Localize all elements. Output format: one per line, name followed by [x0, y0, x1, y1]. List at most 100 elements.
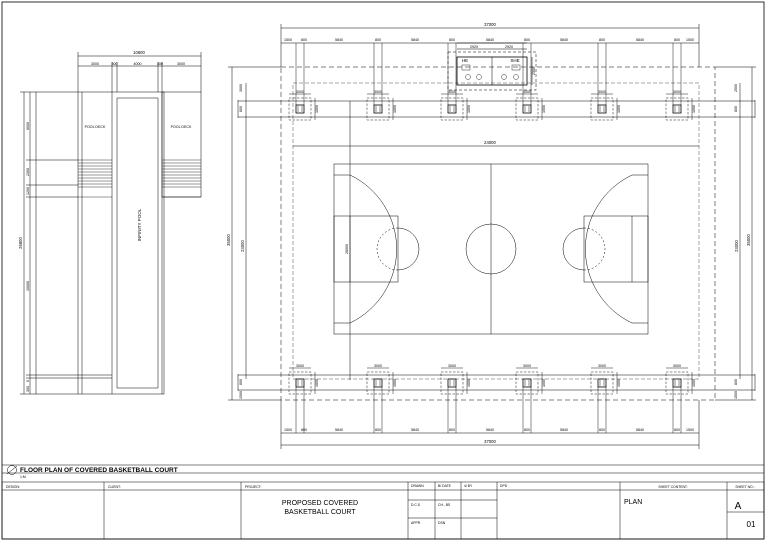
roof-outline	[280, 66, 716, 401]
pool-deck-right-label: POOL DECK	[171, 125, 192, 129]
footing-side-label: 1000	[315, 379, 319, 387]
segment-dim-label: 1500	[284, 428, 292, 432]
column-footing	[288, 43, 316, 121]
footing-dim-label: 3000	[448, 90, 456, 94]
pool-width-2: 300	[112, 62, 118, 66]
court-bottom-overall: 37000	[484, 439, 496, 444]
pool-steps-right	[162, 159, 201, 198]
segment-dim-label: 1500	[686, 428, 694, 432]
segment-dim-label: 800	[599, 38, 605, 42]
footing-side-label: 1000	[617, 379, 621, 387]
segment-dim-label: 5840	[411, 38, 419, 42]
project-line-1: PROPOSED COVERED	[282, 500, 358, 507]
pool-width-1: 3000	[91, 62, 99, 66]
segment-dim-label: 800	[449, 428, 455, 432]
segment-dim-label: 800	[599, 428, 605, 432]
footing-side-label: 1000	[467, 105, 471, 113]
cell-r3-c1: APPR	[411, 521, 421, 525]
segment-dim-label: 5840	[560, 428, 568, 432]
design-label: DESIGN:	[6, 485, 20, 489]
court-top-overall: 37000	[484, 22, 496, 27]
restroom-label-he: HE	[462, 58, 468, 63]
court-right-bottom-dim-2: 1500	[734, 391, 738, 399]
footing-dim-label: 3000	[448, 364, 456, 368]
client-label: CLIENT:	[108, 485, 121, 489]
slab-outline	[292, 82, 700, 380]
column-footing	[440, 43, 468, 121]
footing-dim-label: 3000	[523, 90, 531, 94]
center-circle	[465, 223, 517, 275]
column-footing	[440, 367, 468, 433]
pool-dim-left-5: 0	[26, 380, 30, 382]
footing-dim-label: 3000	[374, 364, 382, 368]
sheet-content: PLAN	[624, 499, 642, 506]
sheet-letter: A	[735, 501, 742, 512]
footing-side-label: 1000	[617, 105, 621, 113]
pool-steps-left	[78, 159, 112, 198]
footing-side-label: 1000	[467, 379, 471, 387]
footing-side-label: 1000	[315, 105, 319, 113]
title-strip: FLOOR PLAN OF COVERED BASKETBALL COURT 1…	[2, 464, 764, 479]
footing-side-label: 1000	[692, 379, 696, 387]
footing-side-label: 1000	[393, 105, 397, 113]
cell-r3-c2: DSN	[438, 521, 446, 525]
segment-dim-label: 800	[674, 38, 680, 42]
restroom-fixtures	[461, 64, 521, 80]
footing-side-label: 1000	[692, 105, 696, 113]
footing-dim-label: 3000	[598, 90, 606, 94]
column-footing	[515, 367, 543, 433]
pool-overall-width: 10600	[133, 50, 145, 55]
footing-side-label: 1000	[542, 379, 546, 387]
court-right-top-dim-1: 2500	[734, 84, 738, 92]
footing-dim-label: 3000	[296, 364, 304, 368]
court-left-inner: 24000	[240, 240, 245, 252]
segment-dim-label: 800	[301, 38, 307, 42]
court-right-overall: 35000	[746, 234, 751, 246]
project-line-2: BASKETBALL COURT	[284, 509, 356, 516]
restroom-dim-1: 2920	[470, 45, 478, 49]
pool-width-5: 3000	[177, 62, 185, 66]
column-footing	[665, 367, 693, 433]
court-segment-dimensions: 1500 800 5840 800 5840 800 5840 800 5840 800 5840 8…	[284, 38, 694, 432]
footing-side-label: 1000	[393, 379, 397, 387]
segment-dim-label: 5840	[560, 38, 568, 42]
title-block	[1, 481, 765, 540]
footing-dim-label: 3000	[673, 90, 681, 94]
court-right-top-dim-2: 800	[734, 106, 738, 112]
title-block-text: DESIGN: CLIENT: PROJECT: PROPOSED COVERE…	[6, 484, 756, 529]
column-footing	[366, 367, 394, 433]
cell-r1-c4: DPD	[500, 484, 508, 488]
sheet-content-label: SHEET CONTENT:	[658, 485, 687, 489]
title-marker-icon	[7, 465, 17, 475]
court-left-bottom-dim-2: 1500	[239, 391, 243, 399]
footing-dim-label: 3000	[598, 364, 606, 368]
court-left-bottom-dim-1: 800	[239, 379, 243, 385]
key-right	[583, 215, 649, 283]
segment-dim-label: 5840	[486, 428, 494, 432]
pool-plan	[20, 52, 202, 395]
pool-dimensions: 10600 3000 300 4000 300 3000 6000 2300 1…	[18, 50, 192, 392]
segment-dim-label: 1500	[284, 38, 292, 42]
column-footing	[665, 43, 693, 121]
court-inner-width: 24000	[484, 140, 496, 145]
three-point-left	[334, 174, 397, 324]
segment-dim-label: 5840	[335, 38, 343, 42]
court-left-overall: 35000	[226, 234, 231, 246]
key-left	[333, 215, 399, 283]
segment-dim-label: 5840	[486, 38, 494, 42]
cell-r2-c2: CH., BS	[438, 503, 451, 507]
court-plan	[228, 24, 756, 449]
segment-dim-label: 800	[301, 428, 307, 432]
cell-r1-c1: DRAWN	[411, 484, 424, 488]
pool-deck-right-area	[161, 91, 202, 198]
segment-dim-label: 800	[524, 428, 530, 432]
pool-dim-left-4: 10000	[26, 281, 30, 291]
segment-dim-label: 800	[674, 428, 680, 432]
court-right-bottom-dim-1: 800	[734, 379, 738, 385]
three-point-right	[585, 174, 648, 324]
project-label: PROJECT:	[245, 485, 261, 489]
sheet-border	[1, 1, 765, 540]
pool-deck-left-label: POOL DECK	[85, 125, 106, 129]
